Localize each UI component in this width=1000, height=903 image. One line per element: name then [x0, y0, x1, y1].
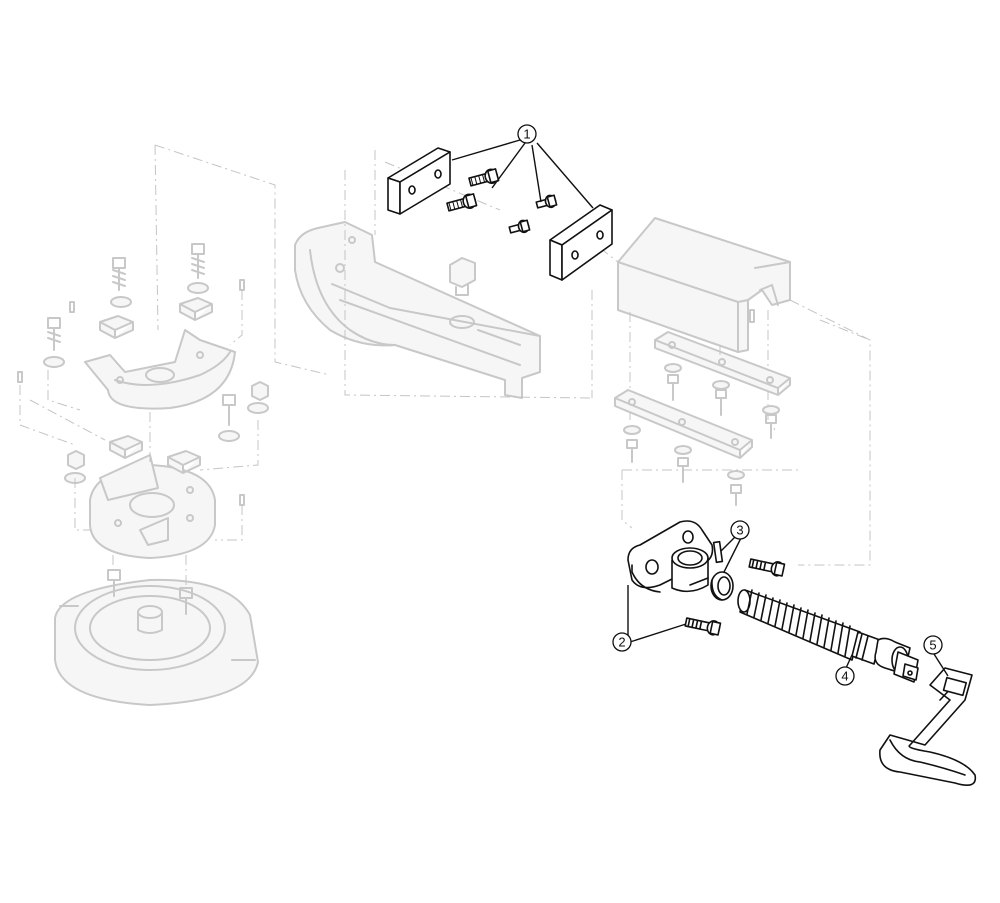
callout-5-label: 5	[929, 638, 936, 653]
leader-lines	[451, 139, 949, 677]
callout-4: 4	[835, 666, 855, 686]
crank-handle	[879, 667, 977, 786]
jaw-plate-screws	[446, 168, 558, 234]
fixed-jaw-body	[599, 217, 871, 566]
spindle-bracket	[627, 520, 714, 593]
callout-1: 1	[517, 124, 537, 144]
callout-2-label: 2	[618, 635, 625, 650]
swivel-base-assembly	[17, 144, 331, 706]
callout-5: 5	[923, 635, 943, 655]
callout-2: 2	[612, 632, 632, 652]
callout-1-label: 1	[523, 127, 530, 142]
lead-screw	[737, 589, 919, 683]
jaw-plates	[387, 147, 613, 281]
retaining-ring-and-pin	[710, 540, 734, 601]
callout-3-label: 3	[736, 523, 743, 538]
callout-4-label: 4	[841, 669, 848, 684]
guide-plates	[614, 331, 800, 529]
bracket-screws	[684, 558, 786, 636]
callout-3: 3	[730, 520, 750, 540]
